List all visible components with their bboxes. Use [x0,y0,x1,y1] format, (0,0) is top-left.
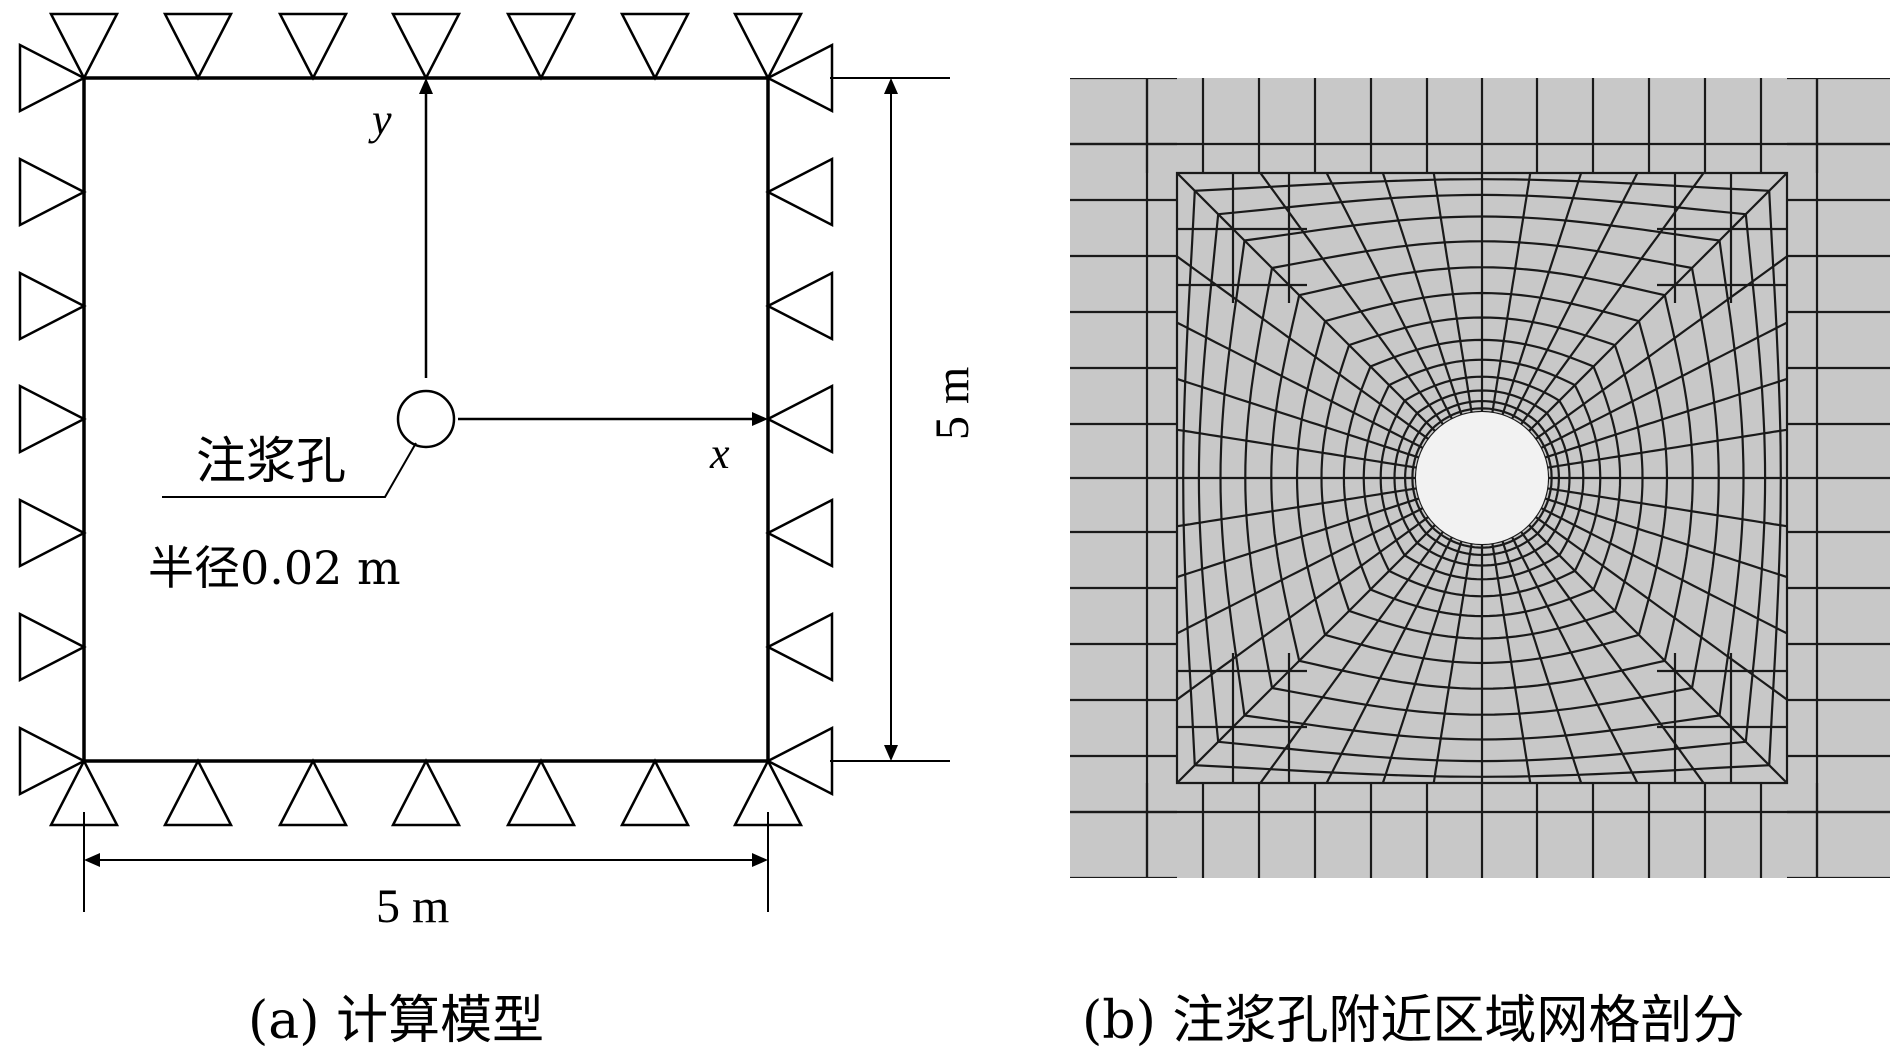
roller-supports [18,12,834,827]
mesh-line-83 [1501,540,1583,784]
mesh-line-110 [1527,172,1788,433]
mesh-line-90 [1176,523,1437,784]
mesh-line-76 [1547,487,1788,528]
mesh-line-82 [1510,536,1639,784]
mesh-line-94 [1176,487,1417,528]
support-right-5 [765,611,834,683]
height-dim-arrow-top [884,78,898,94]
support-top-0 [48,12,120,81]
radius-label: 半径0.02 m [148,541,401,595]
support-bottom-2 [277,758,349,827]
width-dimension-label: 5 m [376,880,449,933]
mesh-line-109 [1519,172,1705,426]
mesh-line-103 [1381,172,1463,416]
support-right-4 [765,497,834,569]
support-right-1 [765,156,834,228]
y-axis-label: y [368,95,392,144]
mesh-line-99 [1176,255,1430,441]
mesh-line-102 [1325,172,1454,420]
mesh-line-86 [1432,543,1473,784]
support-left-5 [18,611,87,683]
mesh-line-78 [1540,506,1788,635]
y-axis-arrow [419,78,433,94]
mesh-line-77 [1544,497,1788,579]
support-bottom-5 [619,758,691,827]
width-dim-arrow-left [84,853,100,867]
support-top-6 [732,12,804,81]
support-bottom-1 [162,758,234,827]
height-dimension-label: 5 m [926,367,979,440]
mesh-grouting-hole [1416,412,1548,544]
caption-b: (b) 注浆孔附近区域网格剖分 [1082,991,1744,1051]
mesh-line-113 [1544,377,1788,459]
mesh-line-96 [1176,428,1417,469]
mesh-line-97 [1176,377,1420,459]
support-left-3 [18,383,87,455]
mesh-line-112 [1540,321,1788,450]
mesh-line-106 [1491,172,1532,413]
mesh-line-98 [1176,321,1424,450]
mesh-line-84 [1491,543,1532,784]
mesh-line-111 [1534,255,1788,441]
caption-a: (a) 计算模型 [248,991,544,1051]
support-top-2 [277,12,349,81]
grouting-hole [396,389,456,449]
mesh-lines [1070,78,1890,878]
support-left-2 [18,270,87,342]
mesh-line-91 [1176,515,1430,701]
support-top-1 [162,12,234,81]
support-top-4 [505,12,577,81]
support-right-3 [765,383,834,455]
support-left-4 [18,497,87,569]
height-dim-arrow-bottom [884,745,898,761]
support-left-0 [18,42,87,114]
panel-b-mesh: (b) 注浆孔附近区域网格剖分 [1070,78,1890,1051]
mesh-line-100 [1176,172,1437,433]
support-bottom-3 [390,758,462,827]
mesh-line-114 [1547,428,1788,469]
x-axis-label: x [709,429,730,478]
mesh-line-104 [1432,172,1473,413]
mesh-line-81 [1519,530,1705,784]
mesh-line-89 [1259,530,1445,784]
mesh-line-80 [1527,523,1788,784]
support-right-2 [765,270,834,342]
mesh-line-101 [1259,172,1445,426]
x-axis-arrow [752,412,768,426]
mesh-line-79 [1534,515,1788,701]
mesh-line-88 [1325,536,1454,784]
width-dim-arrow-right [752,853,768,867]
support-top-3 [390,12,462,81]
mesh-line-108 [1510,172,1639,420]
support-top-5 [619,12,691,81]
support-left-1 [18,156,87,228]
hole-leader-line [162,442,417,498]
support-left-6 [18,725,87,797]
mesh-line-107 [1501,172,1583,416]
mesh-line-87 [1381,540,1463,784]
mesh-line-93 [1176,497,1420,579]
hole-label: 注浆孔 [196,432,346,490]
support-bottom-4 [505,758,577,827]
mesh-line-92 [1176,506,1424,635]
panel-a-model: y x 注浆孔 半径0.02 m 5 m 5 m (a) 计算模型 [18,12,979,1051]
